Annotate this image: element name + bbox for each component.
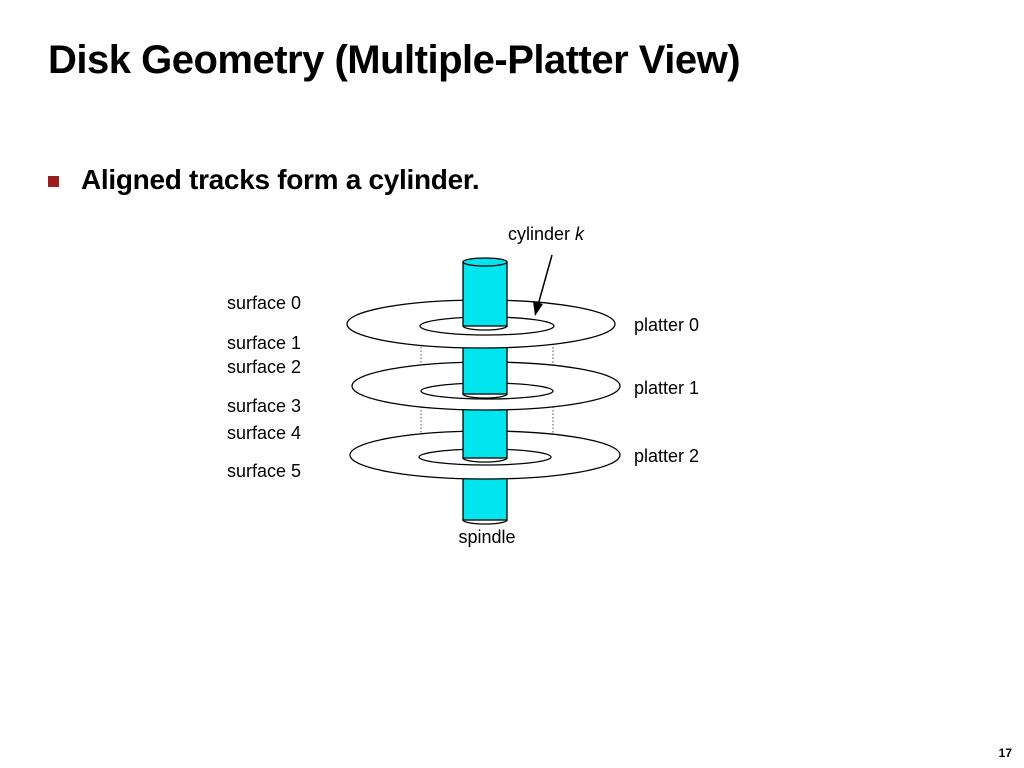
surface-label: surface 0 (227, 293, 301, 313)
slide-title: Disk Geometry (Multiple-Platter View) (48, 38, 741, 82)
surface-label: surface 4 (227, 423, 301, 443)
spindle-label: spindle (458, 527, 515, 547)
surface-label: surface 3 (227, 396, 301, 416)
surface-label: surface 2 (227, 357, 301, 377)
spindle-segment-top (462, 257, 508, 331)
cylinder-label: cylinder k (508, 224, 585, 244)
surface-label: surface 5 (227, 461, 301, 481)
bullet-text: Aligned tracks form a cylinder. (81, 164, 480, 195)
surface-label: surface 1 (227, 333, 301, 353)
cylinder-pointer-arrow-icon (533, 254, 553, 316)
bullet-item: Aligned tracks form a cylinder. (48, 164, 480, 196)
platter-label: platter 1 (634, 378, 699, 398)
platter-label: platter 0 (634, 315, 699, 335)
platter-label: platter 2 (634, 446, 699, 466)
page-number: 17 (998, 746, 1012, 760)
square-bullet-icon (48, 175, 59, 187)
